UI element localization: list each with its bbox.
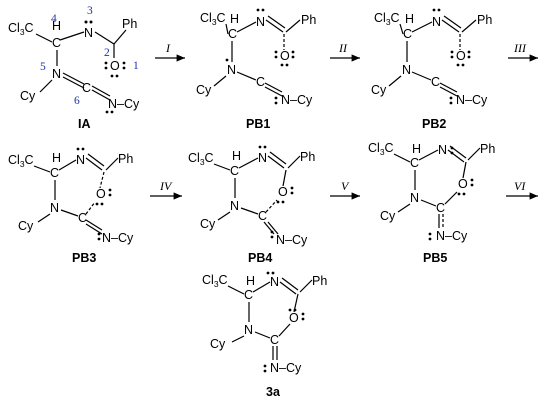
caption-pb5: PB5: [423, 251, 447, 265]
phenyl-label: Ph: [118, 152, 133, 166]
caption-pb4: PB4: [248, 251, 272, 265]
atom-o: O: [456, 49, 466, 63]
atom-c: C: [270, 333, 279, 347]
cy-label: Cy: [196, 83, 212, 97]
atom-n: N: [432, 15, 441, 29]
atom-h: H: [405, 12, 414, 26]
atom-c: C: [78, 211, 87, 225]
atom-number-6: 6: [74, 95, 80, 107]
n-cy-label: N–Cy: [281, 93, 313, 107]
step-label-1: I: [165, 41, 171, 55]
cl3c-label: Cl3C: [374, 11, 400, 27]
n-cy-label: N–Cy: [102, 231, 134, 245]
n-cy-label: N–Cy: [276, 233, 308, 247]
atom-c4: C: [52, 36, 61, 50]
step-label-2: II: [338, 41, 348, 55]
atom-number-2: 2: [104, 47, 110, 59]
atom-o: O: [280, 49, 290, 63]
atom-h: H: [246, 274, 255, 288]
structure-pb5: Cl3C C H N Ph O N Cy C N–Cy PB5: [368, 141, 495, 265]
structure-pb2: Cl3C C H N Ph O N Cy C N–Cy PB2: [371, 8, 492, 131]
atom-o1: O: [110, 59, 120, 73]
structure-pb4: Cl3C C H N Ph O N Cy C N–Cy PB4: [188, 145, 315, 265]
atom-h: H: [52, 19, 61, 33]
step-label-4: IV: [159, 179, 173, 193]
atom-n: N: [50, 201, 59, 215]
cy-label: Cy: [200, 217, 216, 231]
structure-pb3: Cl3C C H N Ph O N Cy C N–Cy PB3: [8, 147, 134, 265]
atom-h: H: [52, 151, 61, 165]
atom-number-1: 1: [133, 60, 139, 72]
n-cy-label: N–Cy: [456, 93, 488, 107]
n-cy-label: N–Cy: [436, 229, 468, 243]
atom-c: C: [431, 75, 440, 89]
cy-label: Cy: [380, 209, 396, 223]
phenyl-label: Ph: [122, 17, 137, 31]
caption-pb1: PB1: [246, 117, 270, 131]
n-cy-label: N–Cy: [108, 97, 140, 111]
atom-n: N: [227, 63, 236, 77]
atom-n: N: [244, 323, 253, 337]
atom-c: C: [410, 156, 419, 170]
caption-ia: IA: [78, 117, 91, 131]
caption-3a: 3a: [266, 385, 281, 399]
atom-c: C: [244, 288, 253, 302]
cl3c-label: Cl3C: [188, 151, 214, 167]
atom-o: O: [458, 177, 468, 191]
cl3c-label: Cl3C: [368, 141, 394, 157]
phenyl-label: Ph: [477, 13, 492, 27]
atom-c: C: [228, 27, 237, 41]
atom-o: O: [96, 187, 106, 201]
atom-n: N: [256, 15, 265, 29]
structure-pb1: Cl3C C H N Ph O N Cy C N–Cy PB1: [196, 8, 316, 131]
atom-c: C: [230, 164, 239, 178]
atom-n: N: [402, 63, 411, 77]
atom-o: O: [289, 311, 299, 325]
atom-h: H: [230, 12, 239, 26]
phenyl-label: Ph: [300, 150, 315, 164]
atom-c: C: [436, 201, 445, 215]
cy-label: Cy: [20, 89, 36, 103]
atom-c: C: [256, 75, 265, 89]
atom-n: N: [230, 199, 239, 213]
atom-n5: N: [52, 67, 61, 81]
atom-c: C: [403, 27, 412, 41]
atom-c6: C: [82, 81, 91, 95]
atom-n: N: [270, 275, 279, 289]
atom-o: O: [278, 185, 288, 199]
caption-pb2: PB2: [422, 117, 446, 131]
n-cy-label: N–Cy: [270, 361, 302, 375]
phenyl-label: Ph: [312, 274, 327, 288]
atom-h: H: [232, 149, 241, 163]
cl3c-label: Cl3C: [202, 273, 228, 289]
atom-n: N: [438, 143, 447, 157]
cy-label: Cy: [371, 83, 387, 97]
structure-ia: Cl3C C 4 H N 3 2 Ph O 1 N 5 Cy C 6 N–Cy …: [8, 5, 140, 131]
cl3c-label: Cl3C: [8, 153, 34, 169]
atom-number-4: 4: [51, 13, 57, 25]
phenyl-label: Ph: [480, 142, 495, 156]
step-label-3: III: [513, 41, 527, 55]
atom-n: N: [258, 151, 267, 165]
atom-c: C: [50, 166, 59, 180]
atom-h: H: [412, 142, 421, 156]
atom-n: N: [410, 191, 419, 205]
cy-label: Cy: [18, 219, 34, 233]
phenyl-label: Ph: [301, 13, 316, 27]
caption-pb3: PB3: [72, 251, 96, 265]
atom-number-5: 5: [40, 61, 46, 73]
step-label-6: VI: [514, 179, 526, 193]
structure-3a: Cl3C C H N Ph O N Cy C N–Cy 3a: [202, 271, 327, 399]
cy-label: Cy: [210, 337, 226, 351]
cl3c-label: Cl3C: [8, 21, 34, 37]
atom-n: N: [76, 153, 85, 167]
cl3c-label: Cl3C: [200, 11, 226, 27]
step-label-5: V: [341, 179, 350, 193]
atom-number-3: 3: [87, 5, 93, 17]
atom-n3: N: [84, 26, 93, 40]
atom-c: C: [258, 209, 267, 223]
